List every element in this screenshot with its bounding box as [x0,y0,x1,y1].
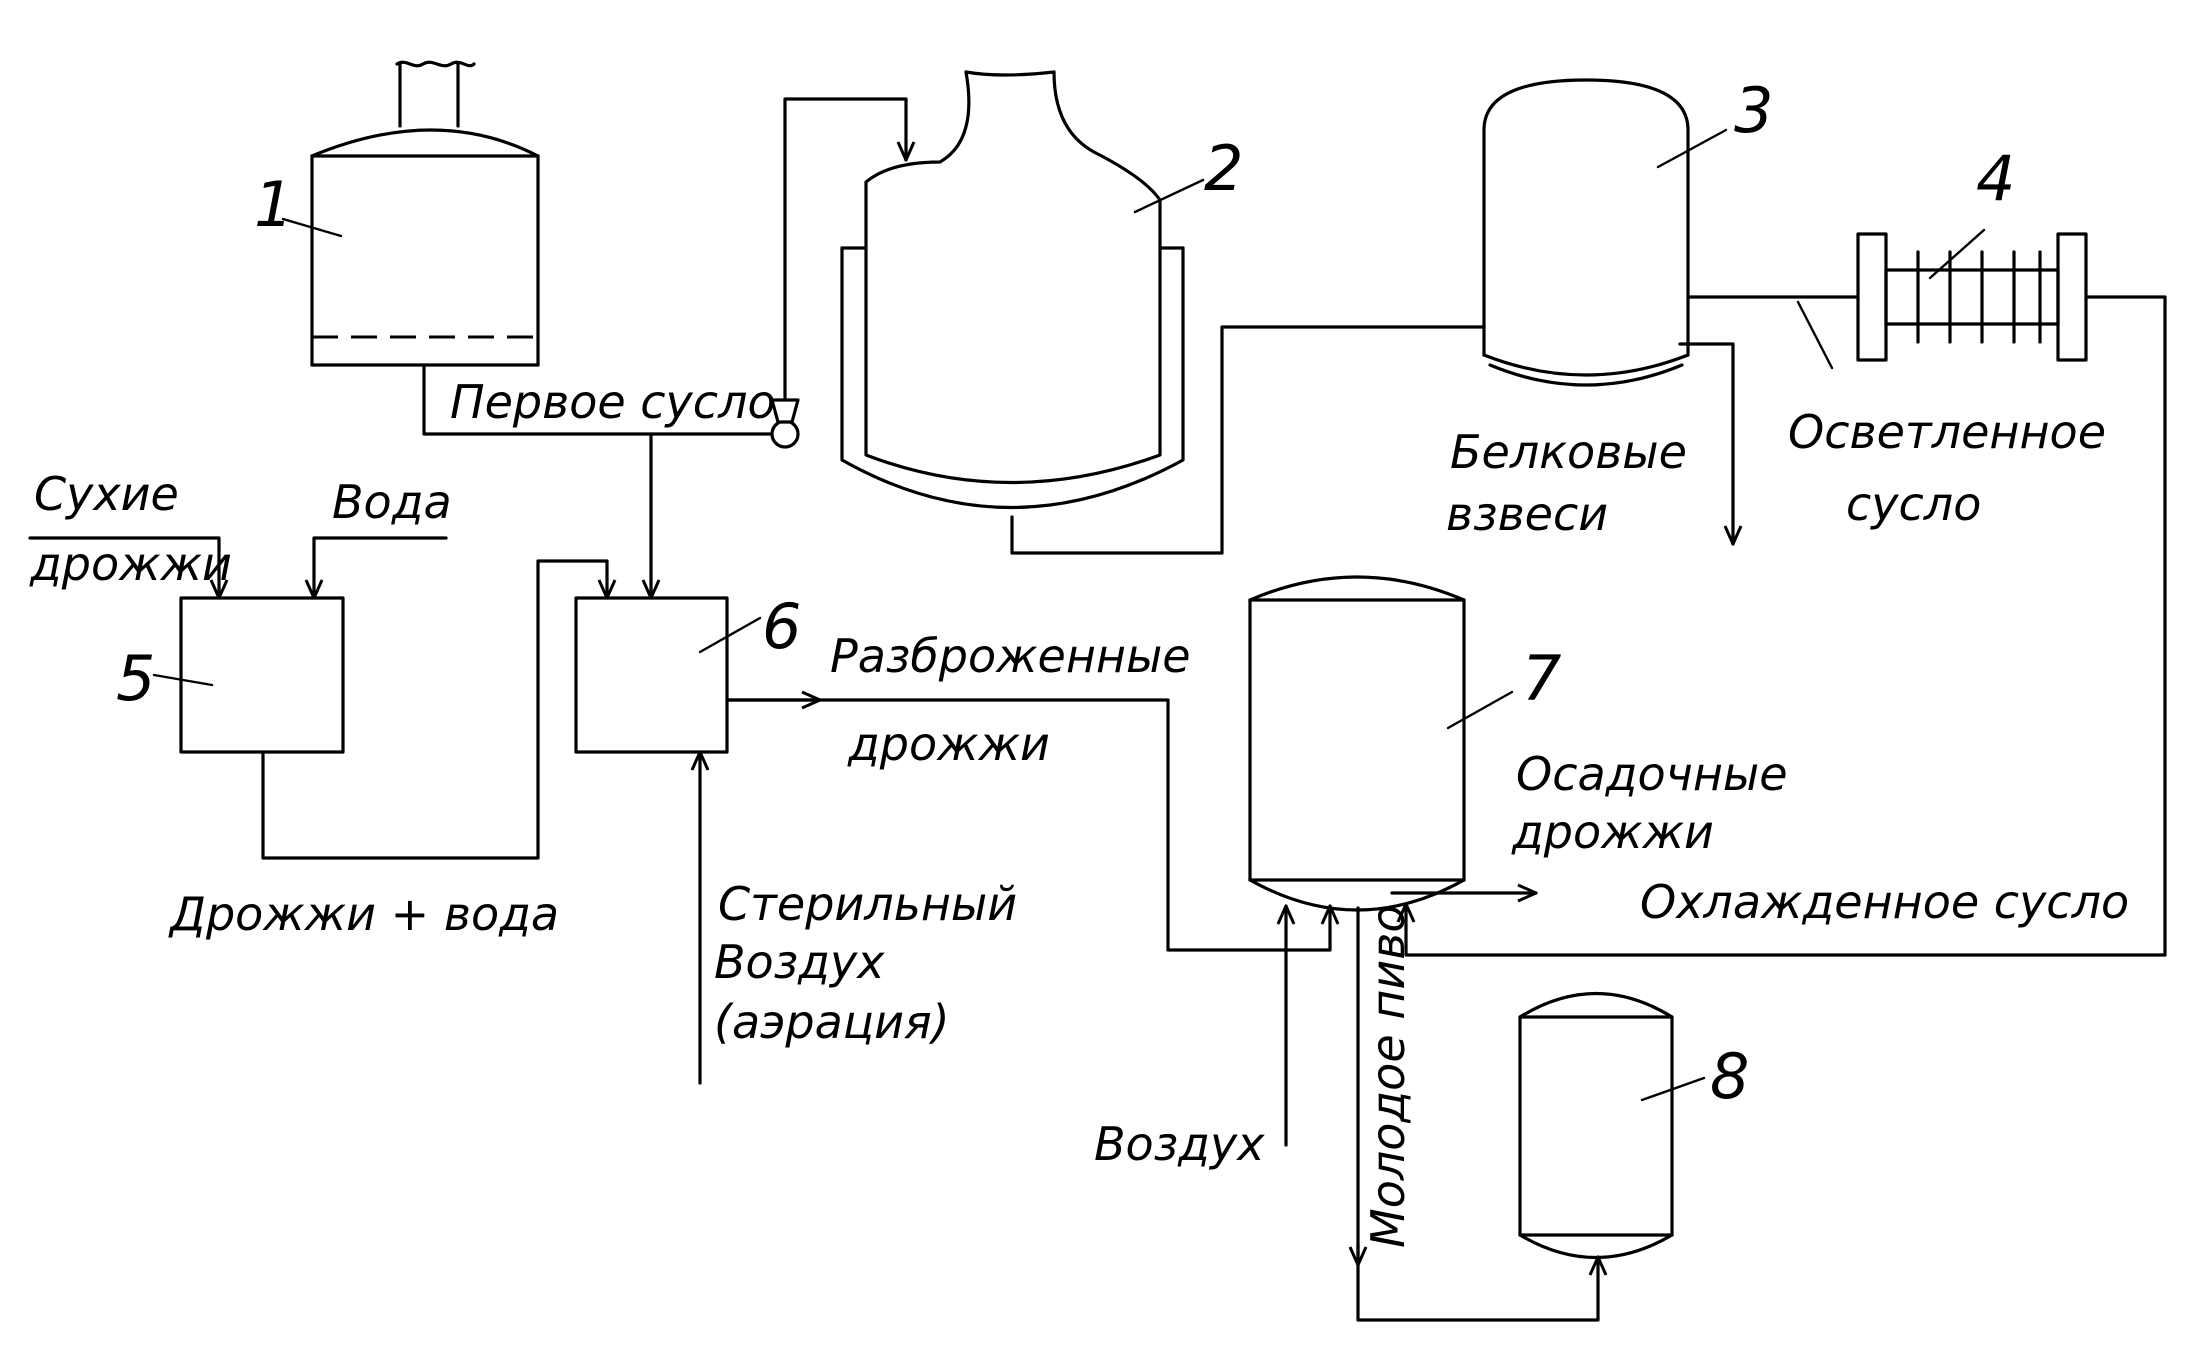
label-propagated-yeast-line2: дрожжи [847,717,1050,771]
wort-to-kettle-pipe [783,97,906,402]
dry-yeast-pipe [28,536,219,600]
label-dry-yeast-line2: дрожжи [29,537,232,591]
stream-labels: Первое сусло Сухие дрожжи Вода Дрожжи + … [29,375,2129,1248]
protein-sediment-pipe [1678,342,1733,546]
unit-number-5: 5 [116,642,155,715]
label-protein-sediment-line1: Белковые [1450,425,1687,479]
label-protein-sediment-line2: взвеси [1446,487,1608,541]
label-dry-yeast-line1: Сухие [34,467,179,521]
unit-number-4: 4 [1976,142,2015,215]
unit-number-6: 6 [762,590,801,663]
unit-1-lauter-tun [281,60,540,367]
label-sterile-air-line1: Стерильный [718,877,1017,931]
label-cooled-wort: Охлажденное сусло [1640,875,2129,929]
label-sediment-yeast-line2: дрожжи [1511,805,1714,859]
unit-number-1: 1 [254,168,293,241]
wort-pump [770,398,800,449]
label-young-beer: Молодое пиво [1361,905,1415,1248]
unit-8-storage-tank [1518,991,1706,1259]
first-wort-pipe [422,363,782,436]
label-clarified-wort-line2: сусло [1846,477,1981,531]
yeast-water-pipe [261,559,607,860]
unit-numbers: 1 2 3 4 5 6 7 8 [116,74,2015,1113]
unit-4-plate-cooler [1796,228,2088,370]
label-air: Воздух [1094,1117,1265,1171]
unit-2-wort-kettle [840,70,1205,510]
unit-number-7: 7 [1522,642,1561,715]
label-first-wort: Первое сусло [450,375,776,429]
cooled-wort-pipe [1406,295,2167,957]
label-water: Вода [332,475,452,529]
label-sterile-air-line2: Воздух [714,935,885,989]
unit-number-2: 2 [1204,132,1243,205]
unit-5-yeast-rehydration [152,596,345,754]
label-clarified-wort-line1: Осветленное [1788,405,2106,459]
unit-number-3: 3 [1734,74,1773,147]
kettle-to-whirlpool-pipe [1010,325,1486,555]
unit-7-fermenter [1248,575,1514,912]
label-sterile-air-line3: (аэрация) [714,995,950,1049]
water-pipe [314,536,448,600]
unit-6-yeast-propagator [574,596,762,754]
unit-number-8: 8 [1710,1040,1749,1113]
label-sediment-yeast-line1: Осадочные [1516,747,1788,801]
label-yeast-plus-water: Дрожжи + вода [168,887,559,941]
propagated-yeast-pipe [725,698,1330,952]
pipes [28,97,2167,1322]
young-beer-to-8-pipe [1356,1243,1598,1322]
unit-3-whirlpool [1482,78,1728,387]
label-propagated-yeast-line1: Разброженные [830,629,1191,683]
